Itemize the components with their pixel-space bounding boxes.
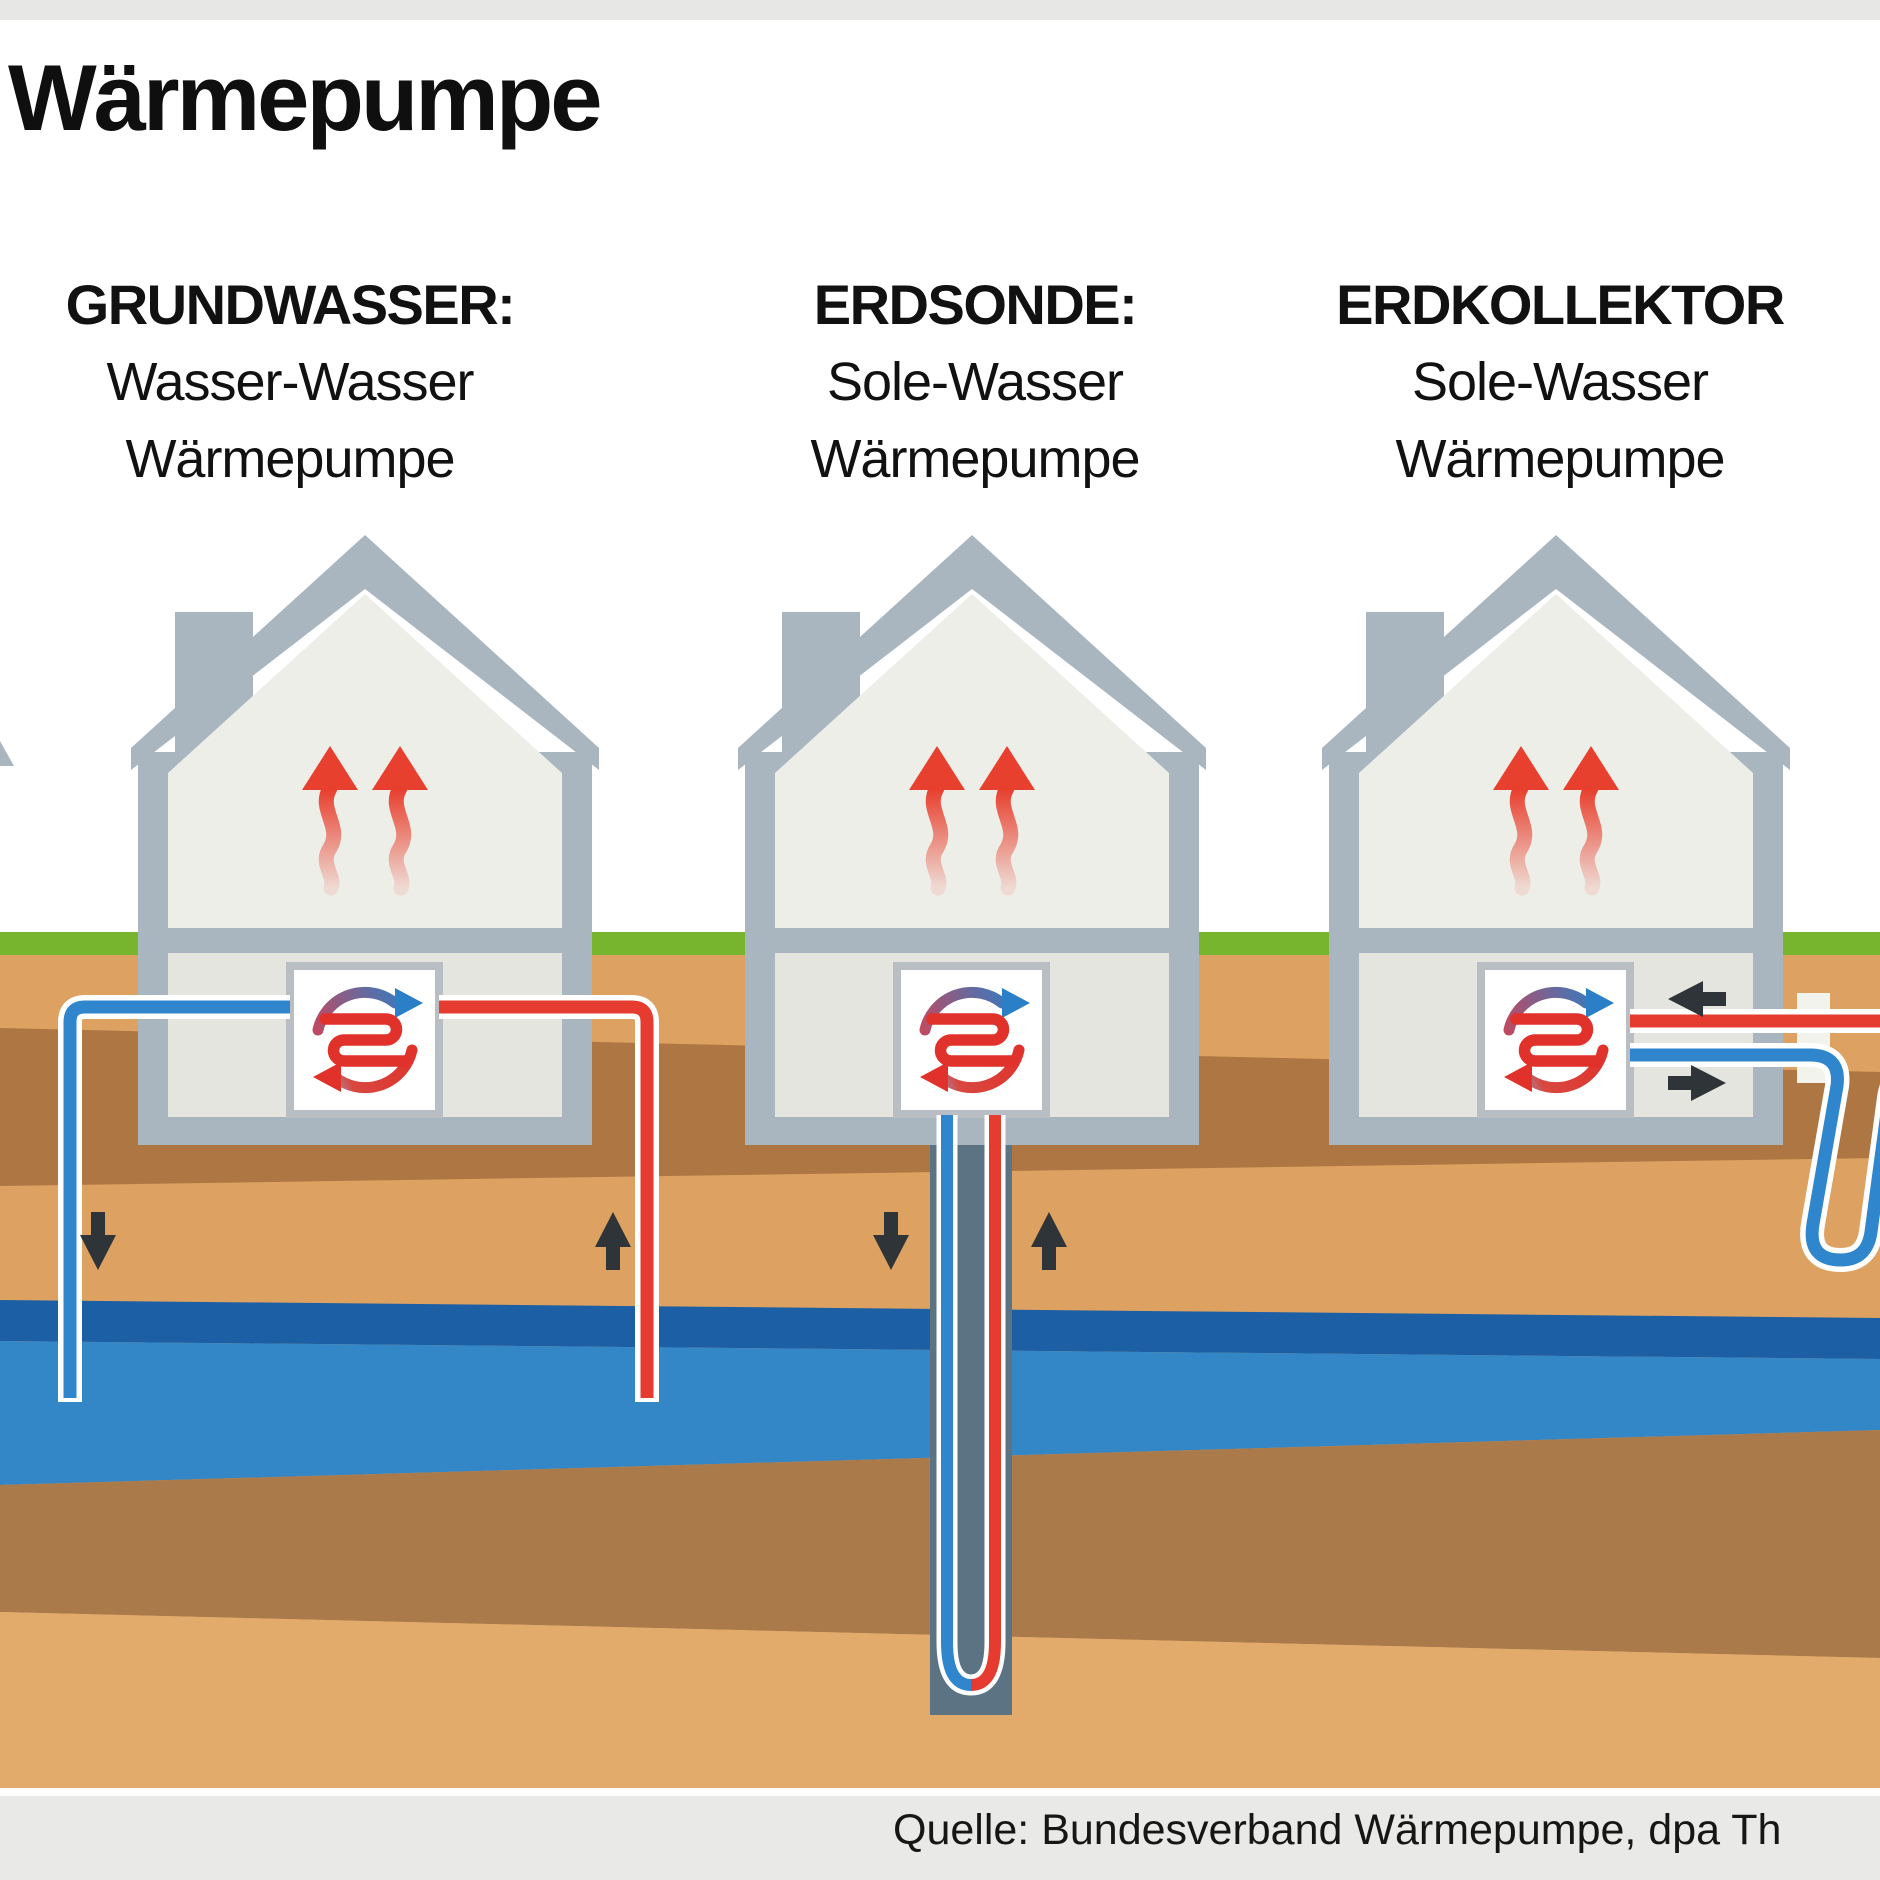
- heading-line: GRUNDWASSER:: [65, 273, 516, 336]
- erdsonde-pipes: [873, 1115, 1067, 1696]
- grundwasser-pipes: [58, 995, 659, 1402]
- heading-line: ERDSONDE:: [813, 273, 1138, 336]
- footer-divider: [0, 1788, 1880, 1796]
- footer-bar: [0, 1796, 1880, 1880]
- top-strip: [0, 0, 1880, 20]
- subtitle-line: Wärmepumpe: [125, 429, 455, 489]
- subtitle-line: Wärmepumpe: [810, 429, 1140, 489]
- subtitle-line: Wasser-Wasser: [106, 352, 474, 412]
- subtitle-line: Sole-Wasser: [826, 352, 1124, 412]
- subtitle-line: Wärmepumpe: [1395, 429, 1725, 489]
- neighbor-roof-fragment: [0, 741, 14, 766]
- page-title: Wärmepumpe: [8, 45, 603, 150]
- subtitle-line: Sole-Wasser: [1411, 352, 1709, 412]
- source-credit: Quelle: Bundesverband Wärmepumpe, dpa Th: [893, 1806, 1782, 1854]
- column-heading-grundwasser: GRUNDWASSER: Wasser-Wasser Wärmepumpe: [10, 266, 570, 498]
- erdkollektor-pipes: [1630, 981, 1880, 1273]
- column-heading-erdkollektor: ERDKOLLEKTOR Sole-Wasser Wärmepumpe: [1280, 266, 1840, 498]
- column-heading-erdsonde: ERDSONDE: Sole-Wasser Wärmepumpe: [695, 266, 1255, 498]
- heading-line: ERDKOLLEKTOR: [1336, 273, 1785, 336]
